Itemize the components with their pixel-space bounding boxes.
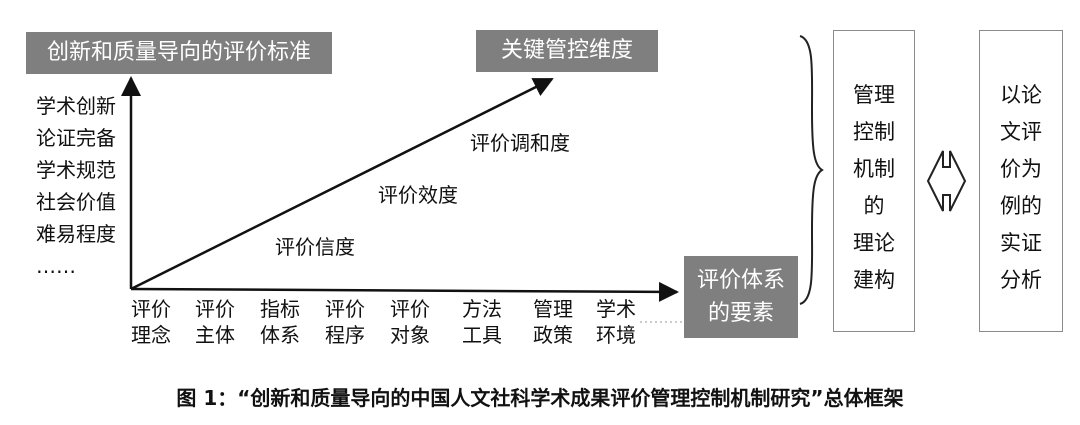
x-axis-item: 方法 工具 [462, 296, 502, 348]
criteria-label-box: 创新和质量导向的评价标准 [26, 32, 332, 74]
x-axis-item-line2: 体系 [260, 323, 300, 347]
empirical-box-line: 实证 [1000, 231, 1042, 255]
y-axis-item: 学术创新 [36, 94, 116, 118]
double-arrow [926, 150, 967, 212]
y-axis-item: 难易程度 [36, 222, 116, 246]
x-axis-item: 评价 主体 [195, 296, 235, 348]
reliability-label: 评价信度 [275, 235, 355, 259]
y-axis-item: 论证完备 [36, 126, 116, 150]
x-axis-item-line2: 主体 [195, 323, 235, 347]
theory-box-line: 理论 [853, 231, 895, 255]
y-axis-item: 学术规范 [36, 158, 116, 182]
theory-box-line: 控制 [853, 120, 895, 144]
x-axis-item-line1: 评价 [131, 297, 171, 321]
x-axis-item-line2: 政策 [533, 323, 573, 347]
x-axis-item-line2: 环境 [596, 323, 636, 347]
theory-box-line: 机制 [853, 157, 895, 181]
x-axis-item: 管理 政策 [533, 296, 573, 348]
harmony-label: 评价调和度 [470, 131, 570, 155]
theory-box-line: 建构 [853, 268, 895, 292]
empirical-box-line: 分析 [1000, 268, 1042, 292]
validity-label: 评价效度 [378, 183, 458, 207]
y-axis-item: 社会价值 [36, 190, 116, 214]
x-axis-item-line1: 学术 [596, 297, 636, 321]
x-axis-item-line2: 程序 [325, 323, 365, 347]
theory-construction-box: 管理 控制 机制 的 理论 建构 [833, 30, 915, 332]
x-axis-item: 评价 程序 [325, 296, 365, 348]
curly-brace [799, 35, 824, 305]
elements-label-line1: 评价体系 [696, 268, 785, 293]
x-axis-item-line1: 方法 [462, 297, 502, 321]
x-axis-item-line1: 评价 [195, 297, 235, 321]
empirical-box-line: 以论 [1000, 83, 1042, 107]
x-axis-item: 评价 理念 [131, 296, 171, 348]
control-dimension-label: 关键管控维度 [500, 38, 633, 63]
diagonal-arrow [130, 77, 554, 291]
empirical-box-line: 价为 [1000, 157, 1042, 181]
x-axis-item-line1: 评价 [390, 297, 430, 321]
theory-box-line: 的 [863, 194, 885, 218]
x-axis-item-line1: 管理 [533, 297, 573, 321]
x-axis-arrow [130, 281, 679, 302]
x-axis-item: 学术 环境 [596, 296, 636, 348]
control-dimension-box: 关键管控维度 [476, 30, 658, 72]
elements-label-line2: 的要素 [707, 301, 774, 326]
x-axis-item: 评价 对象 [390, 296, 430, 348]
figure-caption: 图 1：“创新和质量导向的中国人文社科学术成果评价管理控制机制研究”总体框架 [176, 386, 904, 410]
x-axis-item: 指标 体系 [260, 296, 300, 348]
x-axis-item-line2: 理念 [131, 323, 171, 347]
empirical-box-line: 例的 [1000, 194, 1042, 218]
x-axis-item-line1: 评价 [325, 297, 365, 321]
y-axis-list: 学术创新 论证完备 学术规范 社会价值 难易程度 …… [36, 90, 116, 282]
empirical-analysis-box: 以论 文评 价为 例的 实证 分析 [979, 30, 1063, 332]
theory-box-line: 管理 [853, 83, 895, 107]
x-axis-item-line2: 工具 [462, 323, 502, 347]
empirical-box-line: 文评 [1000, 120, 1042, 144]
x-axis-item-line2: 对象 [390, 323, 430, 347]
x-axis-item-line1: 指标 [260, 297, 300, 321]
y-axis-item: …… [36, 254, 76, 278]
elements-box: 评价体系 的要素 [684, 256, 798, 338]
criteria-label: 创新和质量导向的评价标准 [46, 40, 311, 65]
